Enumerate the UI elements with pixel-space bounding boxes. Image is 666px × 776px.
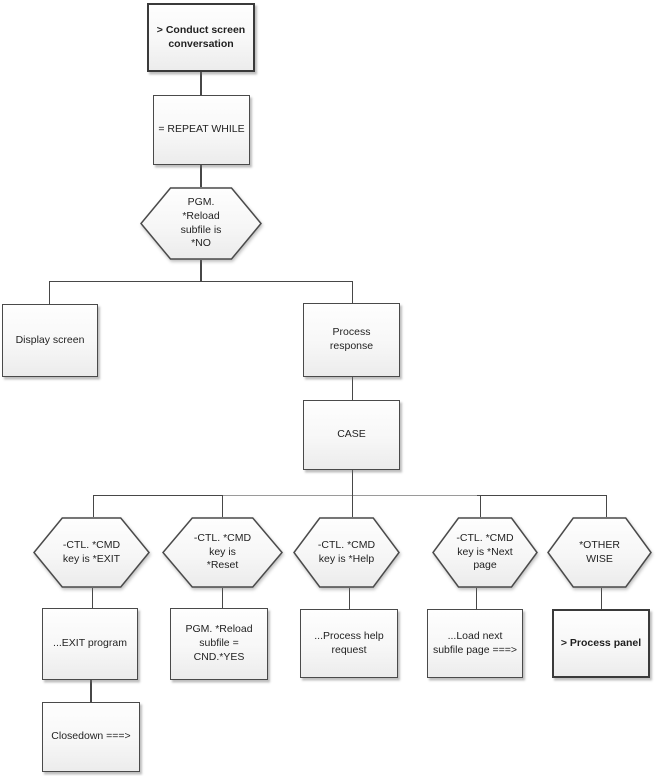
connector-line [48,280,353,282]
node-label: -CTL. *CMD key is *Next page [456,531,514,572]
connector-line [221,495,223,517]
node-process-panel: > Process panel [552,609,650,678]
connector-line [600,588,602,609]
node-case: CASE [303,400,400,470]
connector-line [475,588,477,609]
node-label: PGM. *Reload subfile is *NO [180,195,222,250]
node-label: -CTL. *CMD key is *Reset [193,531,252,572]
node-label: -CTL. *CMD key is *Help [317,538,376,565]
connector-line [91,588,93,608]
connector-line [221,588,223,608]
node-load-next-subfile-page: ...Load next subfile page ===> [427,609,523,678]
hexagon-shape [33,517,150,588]
connector-line [48,281,50,304]
hexagon-shape [432,517,538,588]
node-label: > Process panel [560,636,642,649]
node-condition-reload-subfile-no: PGM. *Reload subfile is *NO [140,187,262,260]
node-condition-cmd-reset: -CTL. *CMD key is *Reset [162,517,283,588]
node-label: Closedown ===> [51,730,131,743]
node-label: > Conduct screen conversation [156,23,246,50]
connector-line [92,494,224,496]
node-label: Process response [329,326,374,352]
connector-line [351,495,353,517]
connector-line [200,260,202,281]
connector-line [200,165,202,187]
connector-line [351,470,353,495]
node-condition-cmd-help: -CTL. *CMD key is *Help [293,517,400,588]
hexagon-shape [140,187,262,260]
connector-line [351,281,353,303]
connector-line [90,680,92,702]
node-condition-cmd-next-page: -CTL. *CMD key is *Next page [432,517,538,588]
node-label: -CTL. *CMD key is *EXIT [62,538,121,565]
connector-line [479,495,481,517]
node-process-help-request: ...Process help request [300,609,398,678]
node-label: PGM. *Reload subfile = CND.*YES [185,623,253,663]
node-conduct-screen-conversation: > Conduct screen conversation [147,3,255,72]
node-label: ...EXIT program [53,637,127,650]
hexagon-shape [547,517,652,588]
node-display-screen: Display screen [2,304,98,377]
connector-line [351,377,353,400]
connector-line [348,588,350,609]
node-repeat-while: = REPEAT WHILE [153,95,250,165]
node-label: *OTHER WISE [579,538,620,565]
node-label: ...Process help request [314,629,384,656]
node-process-response: Process response [303,303,400,377]
node-label: CASE [337,428,366,441]
node-label: = REPEAT WHILE [158,123,245,136]
node-condition-cmd-exit: -CTL. *CMD key is *EXIT [33,517,150,588]
node-condition-otherwise: *OTHER WISE [547,517,652,588]
hexagon-shape [162,517,283,588]
hexagon-shape [293,517,400,588]
node-set-reload-subfile-yes: PGM. *Reload subfile = CND.*YES [170,608,268,680]
connector-line [477,494,607,496]
node-exit-program: ...EXIT program [42,608,138,680]
node-label: ...Load next subfile page ===> [432,629,518,656]
connector-line [605,495,607,517]
connector-line [92,495,94,517]
node-label: Display screen [15,333,85,346]
connector-line [223,494,477,496]
node-closedown: Closedown ===> [42,702,140,772]
connector-line [200,72,202,95]
